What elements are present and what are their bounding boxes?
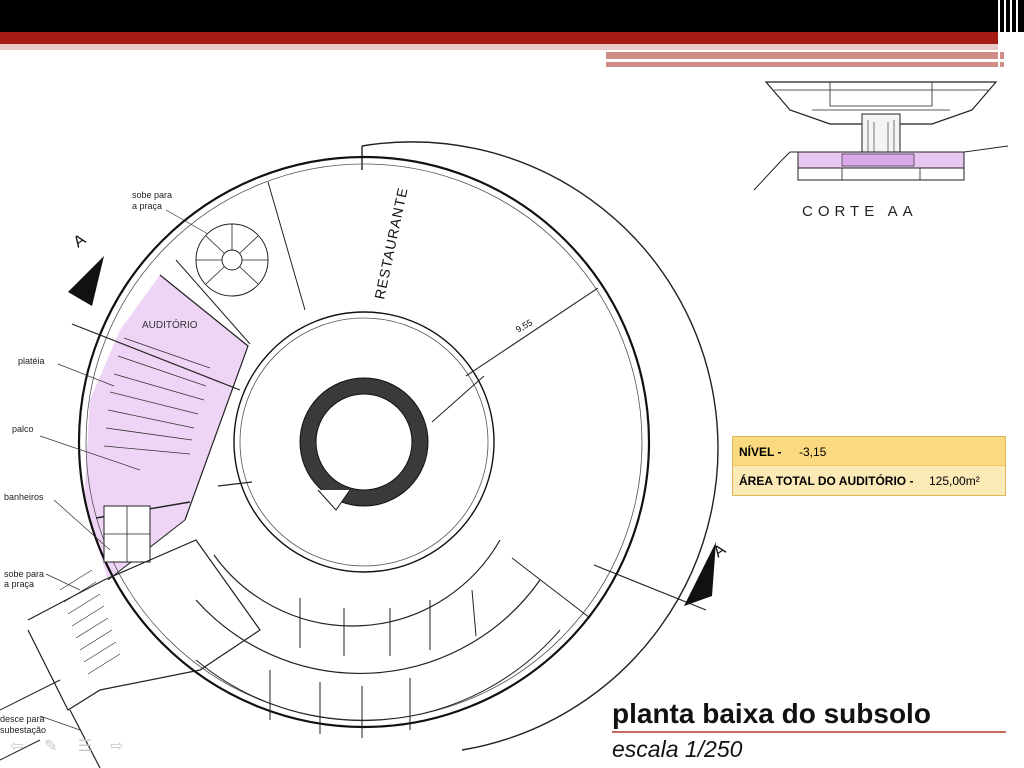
label-sobe-praca-top: sobe para <box>132 190 172 200</box>
plan-title: planta baixa do subsolo <box>612 698 931 729</box>
info-box: NÍVEL - -3,15 ÁREA TOTAL DO AUDITÓRIO - … <box>732 436 1006 496</box>
section-marker-bottom <box>684 542 716 606</box>
header-stripe <box>1010 0 1012 70</box>
arrow-left-icon[interactable]: ⇦ <box>10 738 24 755</box>
label-palco: palco <box>12 424 34 434</box>
header-stripe <box>1016 0 1018 70</box>
header-stripe <box>1004 0 1006 70</box>
arrow-right-icon[interactable]: ⇨ <box>110 738 124 755</box>
section-label: CORTE AA <box>802 203 918 220</box>
plan-scale: escala 1/250 <box>612 736 743 762</box>
main-circle <box>77 155 651 729</box>
header-red-bar <box>0 32 1000 44</box>
auditorium-seats <box>103 337 211 455</box>
header-stripe <box>998 0 1000 70</box>
auditorium-highlight <box>84 275 248 580</box>
header-accent-band-lower <box>606 62 1006 67</box>
label-sobe-praca-low: sobe para <box>4 569 44 579</box>
label-plateia: platéia <box>18 356 45 366</box>
info-area-row: ÁREA TOTAL DO AUDITÓRIO - 125,00m² <box>733 466 1005 495</box>
area-value: 125,00m² <box>929 474 980 488</box>
level-label: NÍVEL - <box>739 445 782 459</box>
label-desce-2: subestação <box>0 725 46 735</box>
info-level-row: NÍVEL - -3,15 <box>733 437 1005 466</box>
label-sobe-praca-low-2: a praça <box>4 579 34 589</box>
restaurant-label: RESTAURANTE <box>371 186 410 301</box>
inner-ring <box>233 311 495 573</box>
exterior-stair <box>59 569 121 675</box>
label-sobe-praca-top-2: a praça <box>132 201 162 211</box>
floor-plan: AUDITÓRIO RESTAURANTE 9,55 A A sobe para… <box>0 141 729 768</box>
label-desce: desce para <box>0 714 45 724</box>
pen-icon[interactable]: ✎ <box>44 738 58 755</box>
auditorium-label: AUDITÓRIO <box>142 318 198 331</box>
header-accent-band <box>606 52 1006 59</box>
section-marker-label-top: A <box>71 231 90 251</box>
section-marker-top <box>68 256 104 306</box>
level-value: -3,15 <box>799 445 827 459</box>
title-underline <box>612 731 1006 733</box>
leader-lines <box>39 209 209 731</box>
spiral-stair <box>195 223 269 297</box>
header-black-bar <box>0 0 1024 32</box>
section-drawing <box>753 81 1009 191</box>
menu-icon[interactable]: ☰ <box>77 738 93 755</box>
outer-canopy-arc <box>361 141 719 751</box>
area-label: ÁREA TOTAL DO AUDITÓRIO - <box>739 474 914 488</box>
label-banheiros: banheiros <box>4 492 44 502</box>
header-pink-band <box>0 44 1000 50</box>
